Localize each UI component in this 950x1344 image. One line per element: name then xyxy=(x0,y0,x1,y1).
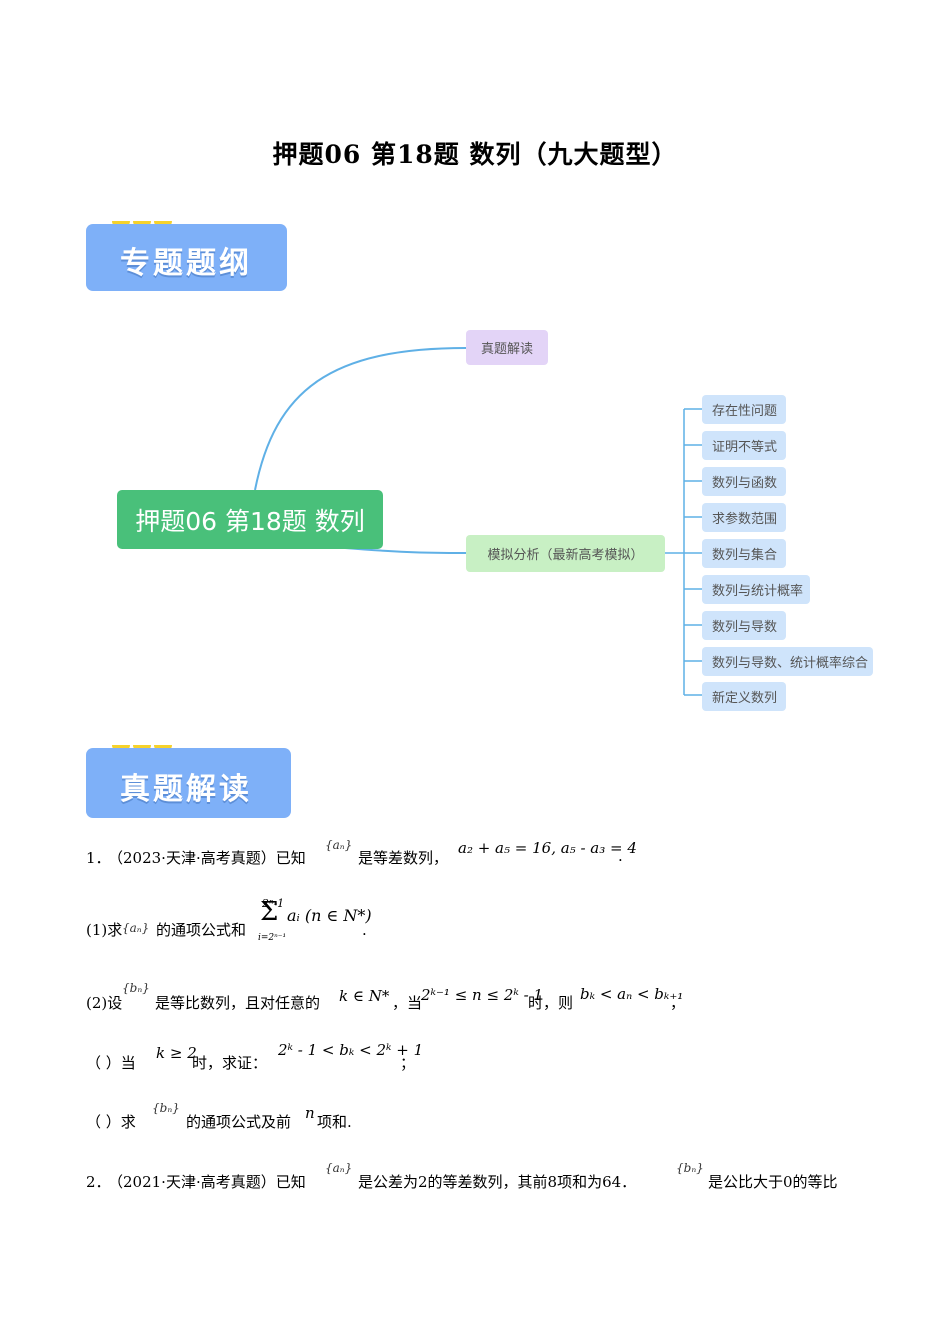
mindmap-branch-zhenti: 真题解读 xyxy=(466,330,548,365)
q1-condition: a₂ + a₅ = 16, a₅ - a₃ = 4 xyxy=(458,839,637,857)
q1-sum-lower: i=2ⁿ⁻¹ xyxy=(258,933,287,943)
mindmap-connectors xyxy=(254,347,702,696)
section-banner-outline: 专题题纲 xyxy=(86,224,287,291)
q1-sub-ii-seq: {bₙ} xyxy=(152,1101,180,1115)
q1-sub-i-text: 时，求证： xyxy=(192,1054,268,1072)
page-title: 押题06 第18题 数列（九大题型） xyxy=(272,140,678,169)
q1-inequality: bₖ < aₙ < bₖ₊₁ xyxy=(580,985,684,1003)
q2-text2: 是公比大于0的等比 xyxy=(708,1173,838,1191)
mindmap-leaf: 求参数范围 xyxy=(702,503,786,532)
q1-sub-i-cond: k ≥ 2 xyxy=(156,1044,197,1062)
q1-part1-seq: {aₙ} xyxy=(122,921,150,935)
q1-sub-i-end: ； xyxy=(400,1054,416,1072)
q1-sub-ii-text: 的通项公式及前 xyxy=(186,1113,292,1131)
q2-number: 2． xyxy=(86,1173,111,1191)
mindmap-leaf: 数列与集合 xyxy=(702,539,786,568)
q1-range: 2ᵏ⁻¹ ≤ n ≤ 2ᵏ - 1 xyxy=(421,986,543,1004)
q1-text1: 是等差数列， xyxy=(358,849,449,867)
q1-sub-ii-n: n xyxy=(305,1104,315,1122)
q1-part1-text: 的通项公式和 xyxy=(156,921,247,939)
q1-end: . xyxy=(618,847,623,865)
mindmap-leaf: 新定义数列 xyxy=(702,682,786,711)
mindmap-leaf: 存在性问题 xyxy=(702,395,786,424)
q2-text1: 是公差为2的等差数列，其前8项和为64． xyxy=(358,1173,637,1191)
q1-part2-seq: {bₙ} xyxy=(122,981,150,995)
q1-sum-upper: 2ⁿ-1 xyxy=(262,897,285,910)
q1-part2-when: ，当 xyxy=(392,994,423,1012)
q2-source: （2021·天津·高考真题）已知 xyxy=(108,1173,306,1191)
q1-sub-i-label: （ ）当 xyxy=(86,1054,136,1072)
mindmap-leaf: 证明不等式 xyxy=(702,431,786,460)
q1-part2-label: (2)设 xyxy=(86,994,123,1012)
mindmap-leaf: 数列与导数、统计概率综合 xyxy=(702,647,873,676)
q1-sub-ii-end: 项和. xyxy=(317,1113,352,1131)
mindmap-leaf: 数列与函数 xyxy=(702,467,786,496)
q1-sub-i-ineq: 2ᵏ - 1 < bₖ < 2ᵏ + 1 xyxy=(278,1041,424,1059)
q1-seq-a: {aₙ} xyxy=(325,838,353,852)
q1-sum-symbol: Σ xyxy=(260,897,279,927)
section-banner-outline-label: 专题题纲 xyxy=(120,246,252,281)
q1-part2-text: 是等比数列，且对任意的 xyxy=(155,994,321,1012)
q1-part1-label: (1)求 xyxy=(86,921,123,939)
mindmap-root: 押题06 第18题 数列 xyxy=(117,490,383,549)
q1-part1-end: . xyxy=(362,921,367,939)
mindmap-branch-moni: 模拟分析（最新高考模拟） xyxy=(466,535,665,572)
q1-part2-end: ， xyxy=(670,994,686,1012)
q2-seq-b: {bₙ} xyxy=(676,1161,704,1175)
mindmap-leaf: 数列与导数 xyxy=(702,611,786,640)
mindmap-leaf: 数列与统计概率 xyxy=(702,575,810,604)
q1-number: 1． xyxy=(86,849,111,867)
q1-source: （2023·天津·高考真题）已知 xyxy=(108,849,306,867)
q1-k-in-N: k ∈ N* xyxy=(339,987,390,1005)
q2-seq-a: {aₙ} xyxy=(325,1161,353,1175)
q1-part2-then: 时，则 xyxy=(528,994,574,1012)
q1-sum-expr: aᵢ (n ∈ N*) xyxy=(287,906,372,925)
q1-sub-ii-label: （ ）求 xyxy=(86,1113,136,1131)
section-banner-zhenti: 真题解读 xyxy=(86,748,291,818)
section-banner-zhenti-label: 真题解读 xyxy=(120,772,252,807)
